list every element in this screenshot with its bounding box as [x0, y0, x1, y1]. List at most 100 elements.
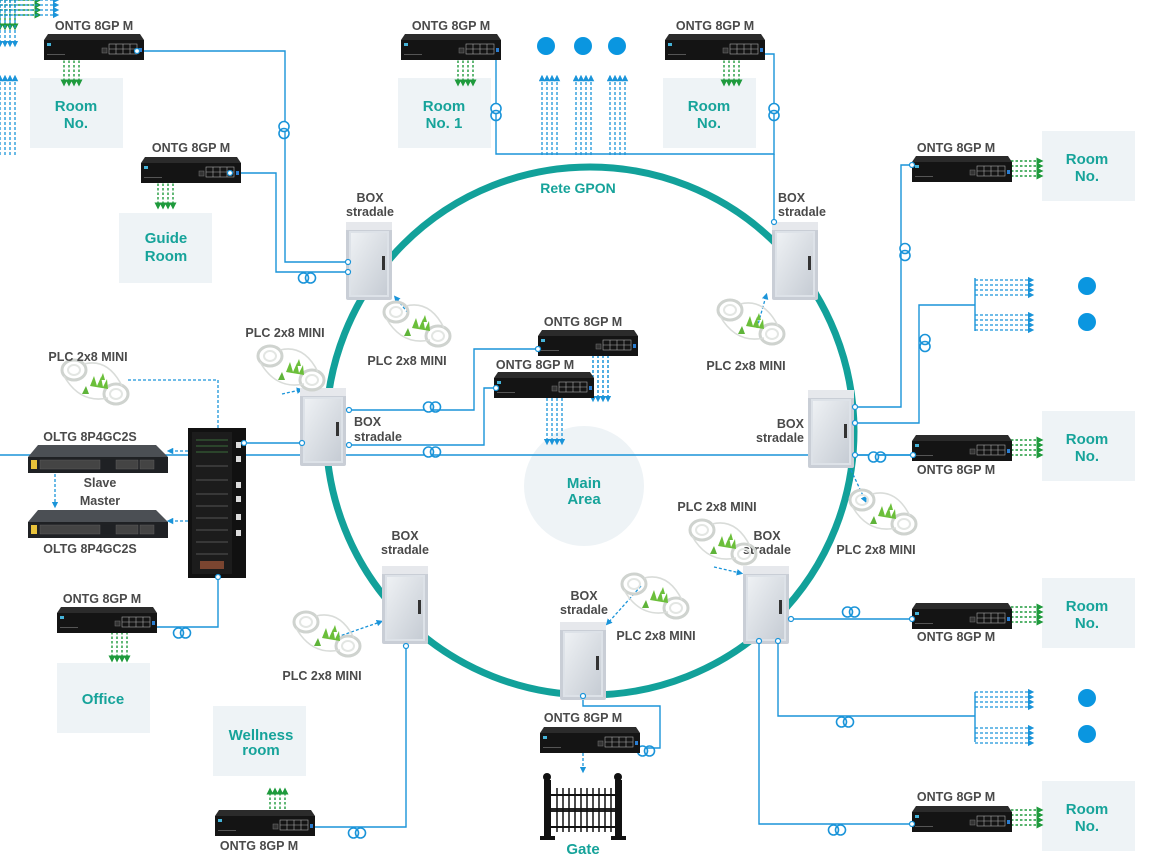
splitter-icon [60, 358, 130, 406]
svg-text:PLC 2x8 MINI: PLC 2x8 MINI [836, 543, 915, 557]
room-number: No. [1075, 168, 1099, 185]
main-area-label-2: Area [567, 491, 601, 508]
wellness-label-1: Wellness [229, 727, 294, 744]
splitter-icon [848, 488, 918, 536]
svg-text:PLC 2x8 MINI: PLC 2x8 MINI [245, 326, 324, 340]
splitter-icon [688, 518, 758, 566]
fiber-coil-icon [297, 272, 317, 284]
fiber-coil-icon [347, 827, 367, 839]
room1-zone [398, 78, 491, 148]
fiber-coil-icon [636, 745, 656, 757]
main-area-zone [524, 426, 644, 546]
room1-label-1: Room [423, 98, 466, 115]
svg-text:BOX: BOX [570, 589, 598, 603]
ont-switch-icon [493, 371, 595, 399]
svg-text:ONTG 8GP M: ONTG 8GP M [917, 630, 995, 644]
olt-switch-icon [27, 509, 169, 539]
street-box-icon [382, 566, 428, 644]
svg-text:ONTG 8GP M: ONTG 8GP M [917, 141, 995, 155]
splitter-icon [292, 610, 362, 658]
guide-room-label-2: Room [145, 248, 188, 265]
room-zone-right-1 [1042, 131, 1135, 201]
svg-text:ONTG 8GP M: ONTG 8GP M [63, 592, 141, 606]
endpoint-dot-icon [608, 37, 626, 55]
ont-switch-icon [911, 602, 1013, 630]
endpoint-dot-icon [1078, 689, 1096, 707]
room-number: No. [697, 115, 721, 132]
ont-switch-icon [537, 329, 639, 357]
svg-text:ONTG 8GP M: ONTG 8GP M [220, 839, 298, 853]
street-box-icon [772, 222, 818, 300]
svg-text:BOX: BOX [777, 417, 805, 431]
gate-icon [540, 773, 626, 840]
room-number: No. [1075, 615, 1099, 632]
svg-text:BOX: BOX [354, 415, 382, 429]
ont-switch-icon [140, 156, 242, 184]
street-box-icon [346, 222, 392, 300]
ont-switch-icon [911, 805, 1013, 833]
room-label: Room [1066, 151, 1109, 168]
slave-label: Slave [84, 476, 117, 490]
endpoint-dot-icon [1078, 313, 1096, 331]
fiber-coil-icon [422, 446, 442, 458]
svg-text:PLC 2x8 MINI: PLC 2x8 MINI [677, 500, 756, 514]
endpoint-dot-icon [1078, 725, 1096, 743]
rack-icon [188, 428, 246, 578]
fiber-coil-icon [867, 451, 887, 463]
ont-switch-icon [539, 726, 641, 754]
street-box-icon [300, 388, 346, 466]
svg-text:PLC 2x8 MINI: PLC 2x8 MINI [48, 350, 127, 364]
street-box-icon [560, 622, 606, 700]
svg-text:BOX: BOX [391, 529, 419, 543]
guide-room-zone [119, 213, 212, 283]
room-zone-right-2 [1042, 411, 1135, 481]
room-number: No. [64, 115, 88, 132]
svg-text:PLC 2x8 MINI: PLC 2x8 MINI [367, 354, 446, 368]
svg-text:stradale: stradale [354, 430, 402, 444]
olt-label-slave: OLTG 8P4GC2S [43, 430, 137, 444]
wellness-room-zone [213, 706, 306, 776]
ont-switch-icon [400, 33, 502, 61]
room-label: Room [1066, 431, 1109, 448]
svg-text:stradale: stradale [756, 431, 804, 445]
svg-text:BOX: BOX [778, 191, 806, 205]
splitter-icon [716, 298, 786, 346]
room-number: No. [1075, 818, 1099, 835]
olt-switch-icon [27, 444, 169, 474]
svg-text:ONTG 8GP M: ONTG 8GP M [152, 141, 230, 155]
svg-text:PLC 2x8 MINI: PLC 2x8 MINI [706, 359, 785, 373]
svg-text:BOX: BOX [753, 529, 781, 543]
svg-text:ONTG 8GP M: ONTG 8GP M [917, 463, 995, 477]
room-zone-right-3 [1042, 578, 1135, 648]
ring-label: Rete GPON [540, 180, 615, 196]
svg-text:stradale: stradale [346, 205, 394, 219]
room1-label-2: No. 1 [426, 115, 463, 132]
room-zone-right-4 [1042, 781, 1135, 851]
room-label: Room [55, 98, 98, 115]
ont-switch-icon [43, 33, 145, 61]
gate-label: Gate [566, 841, 599, 858]
street-box-icon [808, 390, 854, 468]
fiber-coil-icon [278, 120, 290, 140]
room-label: Room [1066, 801, 1109, 818]
ont-switch-icon [214, 809, 316, 837]
fiber-coil-icon [172, 627, 192, 639]
splitter-icon [620, 572, 690, 620]
box-labels: BOX stradale BOX stradale BOX stradale B… [346, 191, 826, 617]
room-label: Room [688, 98, 731, 115]
master-label: Master [80, 494, 120, 508]
endpoint-dot-icon [1078, 277, 1096, 295]
svg-text:stradale: stradale [778, 205, 826, 219]
olt-label-master: OLTG 8P4GC2S [43, 542, 137, 556]
fiber-coil-icon [827, 824, 847, 836]
svg-text:ONTG 8GP M: ONTG 8GP M [676, 19, 754, 33]
svg-text:ONTG 8GP M: ONTG 8GP M [544, 711, 622, 725]
splitters: PLC 2x8 MINI PLC 2x8 MINI PLC 2x8 MINI P… [48, 298, 918, 683]
endpoint-dots [537, 37, 1096, 743]
street-box-icon [743, 566, 789, 644]
svg-text:ONTG 8GP M: ONTG 8GP M [412, 19, 490, 33]
main-area-label-1: Main [567, 475, 601, 492]
splitter-icon [256, 344, 326, 392]
guide-room-label-1: Guide [145, 230, 188, 247]
